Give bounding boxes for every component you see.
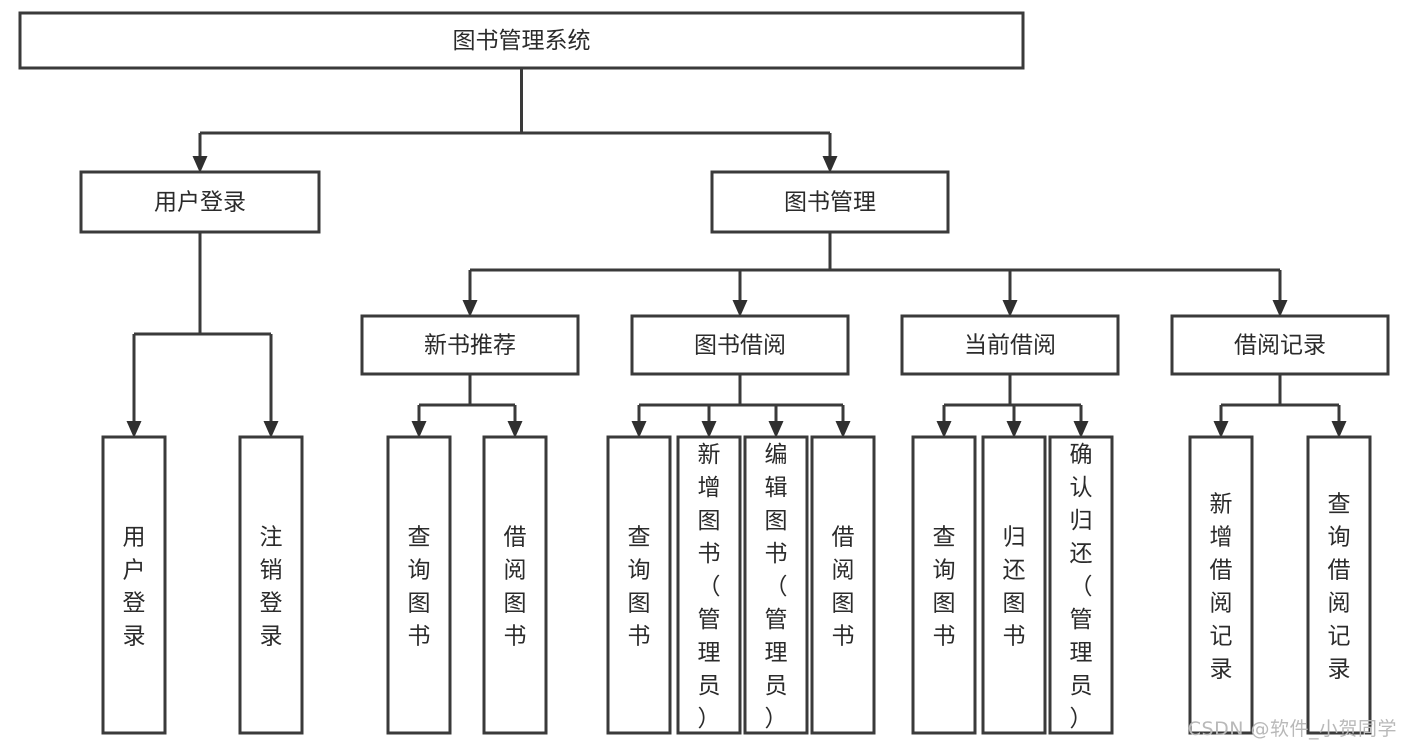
node-l3-leaf-user-login[interactable]: 用户登录 (101, 435, 167, 735)
node-l3-leaf-add-record[interactable]: 新增借阅记录 (1188, 435, 1254, 735)
connector-group (1213, 374, 1347, 438)
node-label: 图书借阅 (694, 333, 786, 359)
node-label: 图书管理系统 (453, 28, 591, 54)
node-l2-new-book-recommend[interactable]: 新书推荐 (360, 314, 580, 376)
node-label: 用户登录 (154, 190, 246, 216)
node-label: 查询图书 (408, 525, 431, 650)
node-label: 新书推荐 (424, 333, 516, 359)
connector-group (631, 374, 851, 438)
node-label: 当前借阅 (964, 333, 1056, 359)
node-label: 归还图书 (1003, 525, 1026, 650)
node-l3-leaf-query-book-3[interactable]: 查询图书 (911, 435, 977, 735)
watermark-text: CSDN @软件_小贺同学 (1187, 718, 1397, 740)
node-label: 用户登录 (123, 525, 146, 650)
node-label: 新增借阅记录 (1210, 492, 1233, 683)
connector-group (126, 232, 279, 438)
node-l2-current-borrow[interactable]: 当前借阅 (900, 314, 1120, 376)
node-l3-leaf-edit-book[interactable]: 编辑图书（管理员） (743, 435, 809, 735)
node-l3-leaf-query-book-1[interactable]: 查询图书 (386, 435, 452, 735)
node-label: 新增图书（管理员） (698, 442, 721, 732)
node-l3-leaf-borrow-book-2[interactable]: 借阅图书 (810, 435, 876, 735)
node-l1-book-manage[interactable]: 图书管理 (710, 170, 950, 234)
node-label: 借阅记录 (1234, 333, 1326, 359)
node-l3-leaf-return-book[interactable]: 归还图书 (981, 435, 1047, 735)
node-label: 图书管理 (784, 190, 876, 216)
node-l3-leaf-borrow-book-1[interactable]: 借阅图书 (482, 435, 548, 735)
node-l3-leaf-query-book-2[interactable]: 查询图书 (606, 435, 672, 735)
node-label: 编辑图书（管理员） (765, 442, 788, 732)
node-label: 借阅图书 (832, 525, 855, 650)
node-label: 确认归还（管理员） (1070, 442, 1093, 732)
node-label: 查询借阅记录 (1328, 492, 1351, 683)
connector-group (411, 374, 523, 438)
node-l2-borrow-record[interactable]: 借阅记录 (1170, 314, 1390, 376)
node-l2-book-borrow[interactable]: 图书借阅 (630, 314, 850, 376)
node-label: 注销登录 (260, 525, 283, 650)
node-label: 借阅图书 (504, 525, 527, 650)
connectors-layer (126, 68, 1347, 438)
connector-group (192, 68, 838, 173)
node-l3-leaf-confirm-return[interactable]: 确认归还（管理员） (1048, 435, 1114, 735)
node-l1-user-login[interactable]: 用户登录 (79, 170, 321, 234)
node-l3-leaf-add-book[interactable]: 新增图书（管理员） (676, 435, 742, 735)
connector-group (936, 374, 1089, 438)
node-root-图书管理系统[interactable]: 图书管理系统 (18, 11, 1025, 70)
connector-group (462, 232, 1288, 317)
nodes-layer: 图书管理系统用户登录图书管理新书推荐图书借阅当前借阅借阅记录用户登录注销登录查询… (18, 11, 1390, 735)
node-label: 查询图书 (933, 525, 956, 650)
node-l3-leaf-user-logout[interactable]: 注销登录 (238, 435, 304, 735)
node-label: 查询图书 (628, 525, 651, 650)
node-l3-leaf-query-record[interactable]: 查询借阅记录 (1306, 435, 1372, 735)
